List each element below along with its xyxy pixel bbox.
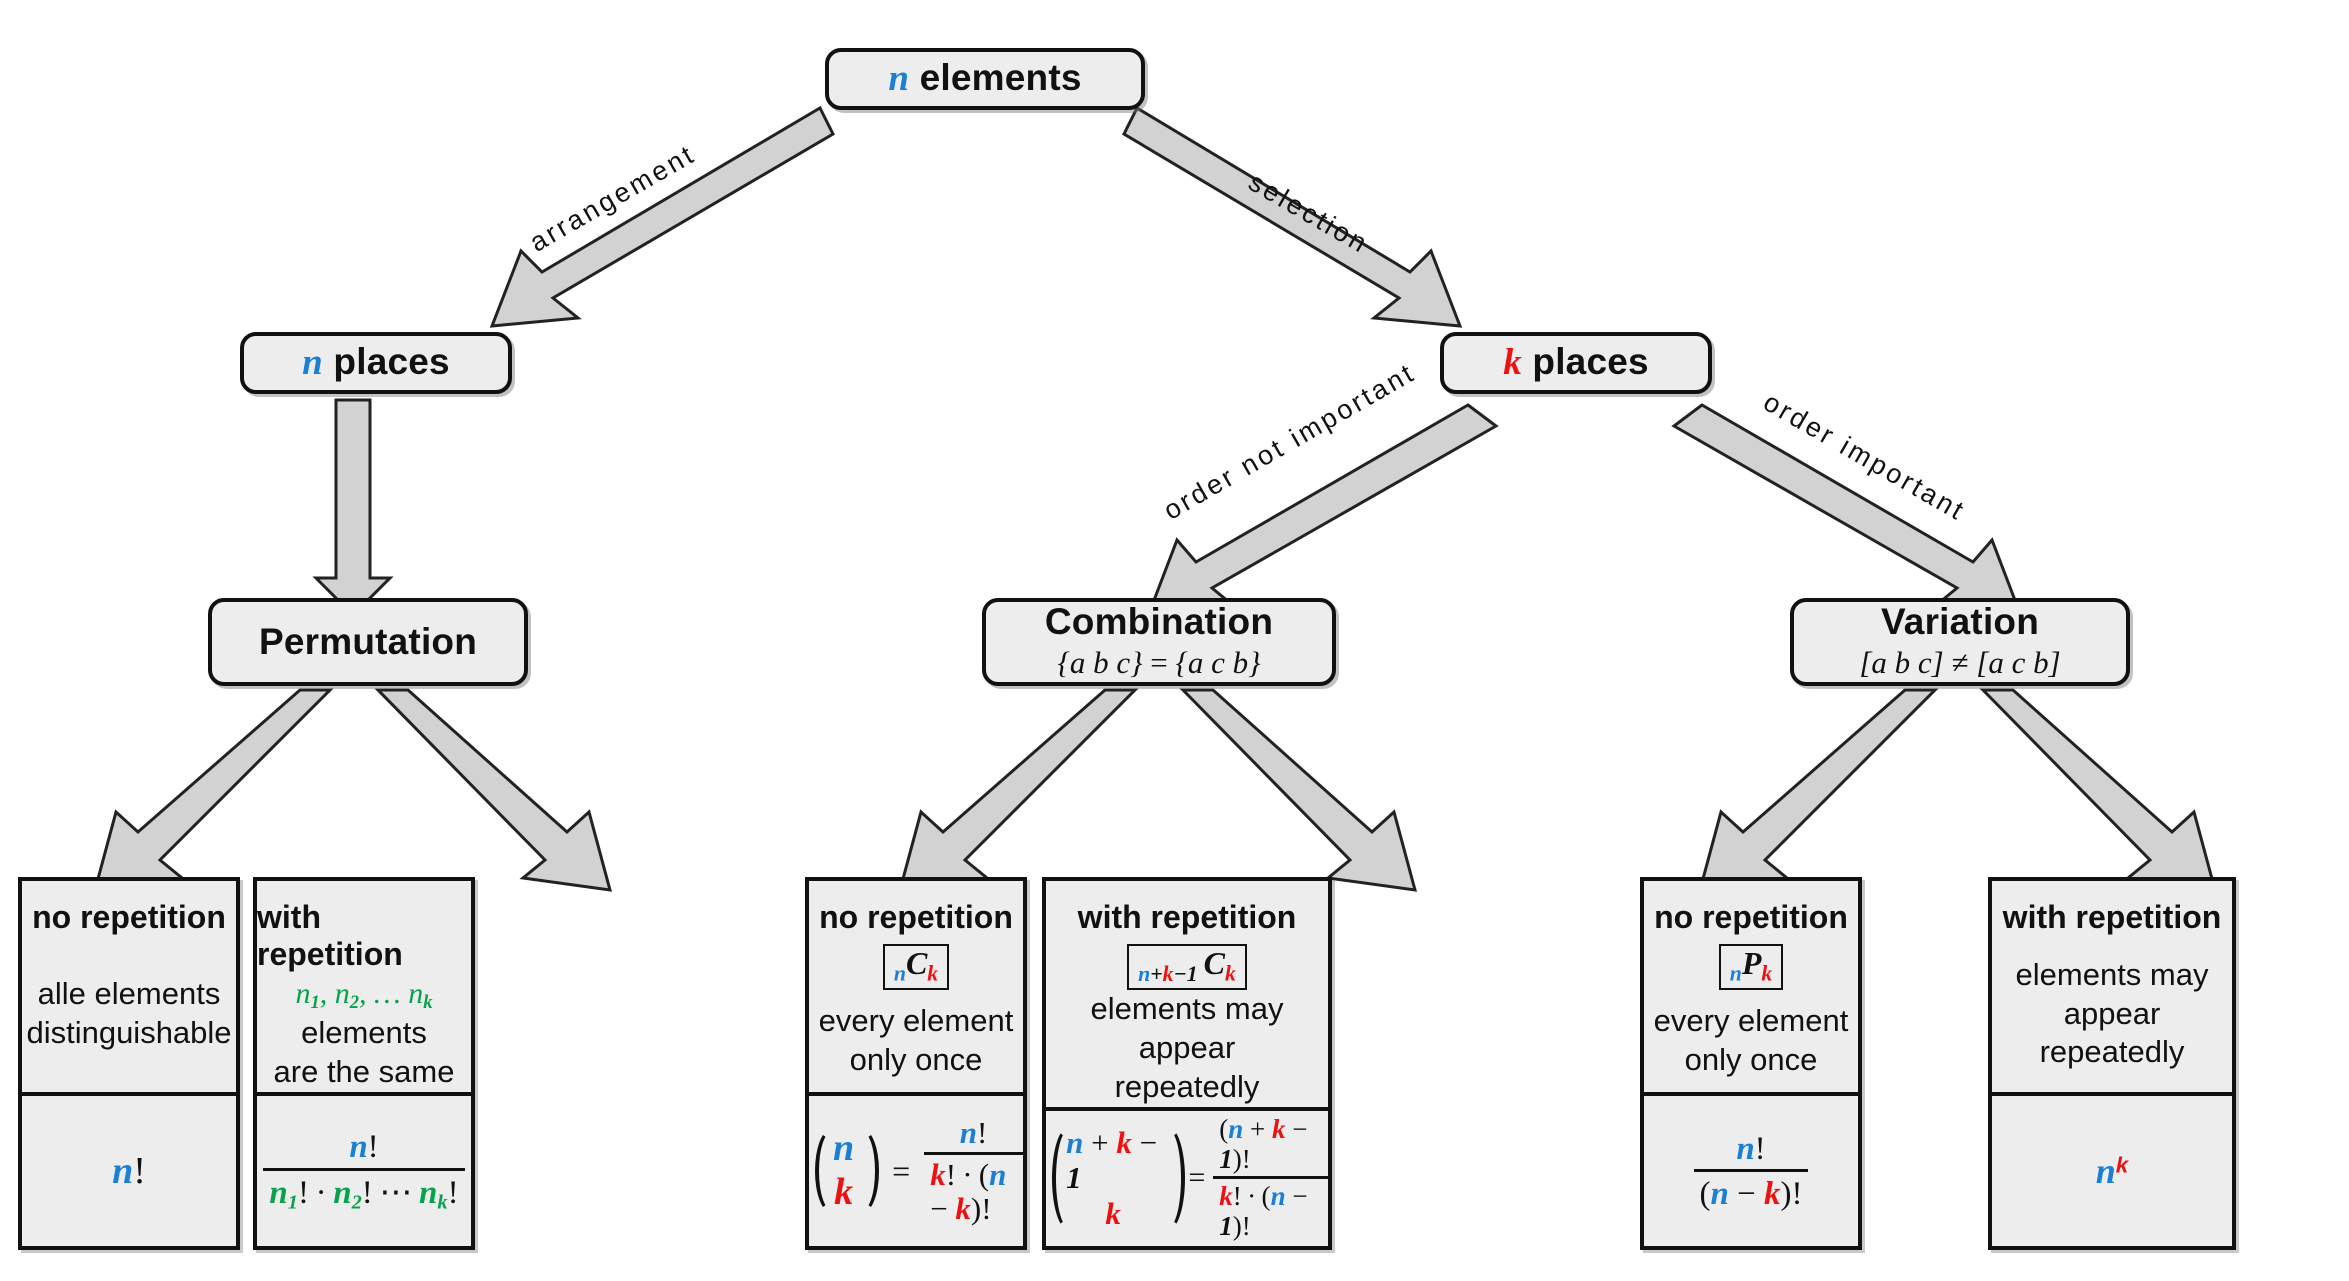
desc-line-2: distinguishable: [26, 1015, 232, 1050]
arrow-permutation-to-norep: [92, 688, 334, 892]
leaf-top: no repetition nCk every element only onc…: [809, 881, 1023, 1096]
node-variation[interactable]: Variation [a b c] ≠ [a c b]: [1790, 598, 2130, 686]
arrow-root-to-nplaces: [489, 105, 835, 328]
root-label-text: elements: [919, 57, 1082, 99]
desc-line-1: alle elements: [37, 976, 221, 1012]
leaf-header: with repetition: [2002, 899, 2222, 935]
fraction-denominator: (n − k)!: [1693, 1169, 1809, 1212]
desc-line-1: every element: [1653, 1003, 1849, 1039]
variable-k: k: [1503, 342, 1522, 384]
leaf-combination-no-repetition[interactable]: no repetition nCk every element only onc…: [805, 877, 1027, 1250]
leaf-description: every element only once: [1646, 1002, 1857, 1080]
leaf-description: elements may appear repeatedly: [1992, 956, 2232, 1072]
variable-k: k: [1162, 961, 1174, 986]
arrow-combination-to-norep: [897, 688, 1139, 892]
node-k-places-label: k places: [1503, 341, 1649, 384]
arrow-combination-to-withrep: [1179, 688, 1418, 892]
variable-k: k: [2115, 1152, 2129, 1178]
leaf-description: elements may appear repeatedly: [1046, 990, 1328, 1106]
leaf-header: with repetition: [1077, 899, 1297, 935]
node-combination-title: Combination: [1044, 600, 1274, 642]
leaf-top: with repetition n1, n2, … nk elements ar…: [257, 881, 471, 1096]
desc-line-2: repeatedly: [2039, 1034, 2185, 1070]
variables-n-subscripted: n1, n2, … nk: [295, 976, 433, 1013]
leaf-top: no repetition nPk every element only onc…: [1644, 881, 1858, 1096]
variable-n: n: [1729, 961, 1742, 986]
variable-n: n: [2095, 1151, 2116, 1191]
notation-nk1Ck: n+k−1 Ck: [1127, 944, 1247, 991]
node-combination[interactable]: Combination {a b c} = {a c b}: [982, 598, 1336, 686]
node-variation-title: Variation: [1880, 600, 2040, 642]
arrow-permutation-to-withrep: [374, 688, 613, 892]
leaf-permutation-with-repetition[interactable]: with repetition n1, n2, … nk elements ar…: [253, 877, 475, 1250]
leaf-header: no repetition: [32, 899, 226, 935]
leaf-formula: n! n1! · n2! ⋯ nk!: [257, 1096, 471, 1246]
leaf-header: with repetition: [257, 899, 403, 972]
arrow-nplaces-to-permutation: [312, 398, 394, 618]
binomial-coefficient: n k: [809, 1127, 880, 1214]
fraction-numerator: n!: [349, 1129, 379, 1166]
leaf-description: every element only once: [811, 1002, 1022, 1080]
n-places-text: places: [333, 341, 450, 383]
node-n-elements[interactable]: n elements: [825, 48, 1145, 110]
leaf-formula: n k = n! k! · (n − k)!: [809, 1096, 1023, 1246]
leaf-variation-with-repetition[interactable]: with repetition elements may appear repe…: [1988, 877, 2236, 1250]
leaf-combination-with-repetition[interactable]: with repetition n+k−1 Ck elements may ap…: [1042, 877, 1332, 1250]
notation-nCk: nCk: [882, 944, 950, 991]
node-n-elements-label: n elements: [888, 57, 1082, 100]
desc-line-2: repeatedly: [1114, 1068, 1260, 1104]
leaf-permutation-no-repetition[interactable]: no repetition alle elements distinguisha…: [18, 877, 240, 1250]
fraction-numerator: (n + k − 1)!: [1219, 1113, 1308, 1174]
leaf-description: alle elements distinguishable: [18, 975, 239, 1053]
leaf-top: with repetition n+k−1 Ck elements may ap…: [1046, 881, 1328, 1111]
arrow-variation-to-norep: [1697, 688, 1939, 892]
arrow-root-to-kplaces: [1122, 105, 1463, 328]
node-n-places-label: n places: [302, 341, 450, 384]
variable-n: n: [349, 1129, 368, 1166]
node-combination-subtitle: {a b c} = {a c b}: [1057, 645, 1261, 681]
leaf-formula: n!: [112, 1150, 146, 1192]
fraction-numerator: n!: [959, 1114, 988, 1150]
fraction-denominator: n1! · n2! ⋯ nk!: [263, 1167, 465, 1214]
node-permutation-title: Permutation: [258, 620, 478, 662]
variable-n: n: [893, 961, 906, 986]
arrow-variation-to-withrep: [1979, 688, 2218, 892]
desc-line-2: only once: [1684, 1042, 1818, 1078]
variable-n: n: [302, 342, 323, 384]
variable-k: k: [1224, 961, 1236, 986]
leaf-formula: n + k − 1 k = (n + k − 1)! k! · (n − 1)!: [1046, 1111, 1328, 1246]
leaf-formula: n! (n − k)!: [1644, 1096, 1858, 1246]
variable-n: n: [1138, 961, 1151, 986]
fraction-numerator: n!: [1736, 1130, 1766, 1167]
notation-nPk: nPk: [1718, 944, 1784, 991]
leaf-header: no repetition: [1654, 899, 1848, 935]
desc-line-1: elements may appear: [2015, 956, 2209, 1031]
leaf-variation-no-repetition[interactable]: no repetition nPk every element only onc…: [1640, 877, 1862, 1250]
node-k-places[interactable]: k places: [1440, 332, 1712, 394]
k-places-text: places: [1532, 341, 1649, 383]
variable-k: k: [927, 961, 939, 986]
variable-k: k: [1761, 961, 1773, 986]
desc-elements-word: elements: [301, 1014, 427, 1050]
binomial-coefficient: n + k − 1 k: [1046, 1125, 1186, 1232]
leaf-formula: nk: [1992, 1096, 2232, 1246]
variable-n: n: [888, 58, 910, 100]
leaf-description: n1, n2, … nk elements are the same: [257, 974, 471, 1092]
variable-n: n: [112, 1150, 134, 1192]
desc-line-1: elements may appear: [1090, 991, 1284, 1066]
desc-line-2: only once: [849, 1042, 983, 1078]
fraction-denominator: k! · (n − 1)!: [1213, 1176, 1328, 1241]
leaf-top: no repetition alle elements distinguisha…: [22, 881, 236, 1096]
node-n-places[interactable]: n places: [240, 332, 512, 394]
desc-line-1: every element: [818, 1003, 1014, 1039]
leaf-header: no repetition: [819, 899, 1013, 935]
fraction-denominator: k! · (n − k)!: [924, 1151, 1023, 1226]
leaf-top: with repetition elements may appear repe…: [1992, 881, 2232, 1096]
desc-line-2: are the same: [273, 1053, 455, 1089]
node-permutation[interactable]: Permutation: [208, 598, 528, 686]
node-variation-subtitle: [a b c] ≠ [a c b]: [1859, 645, 2061, 681]
